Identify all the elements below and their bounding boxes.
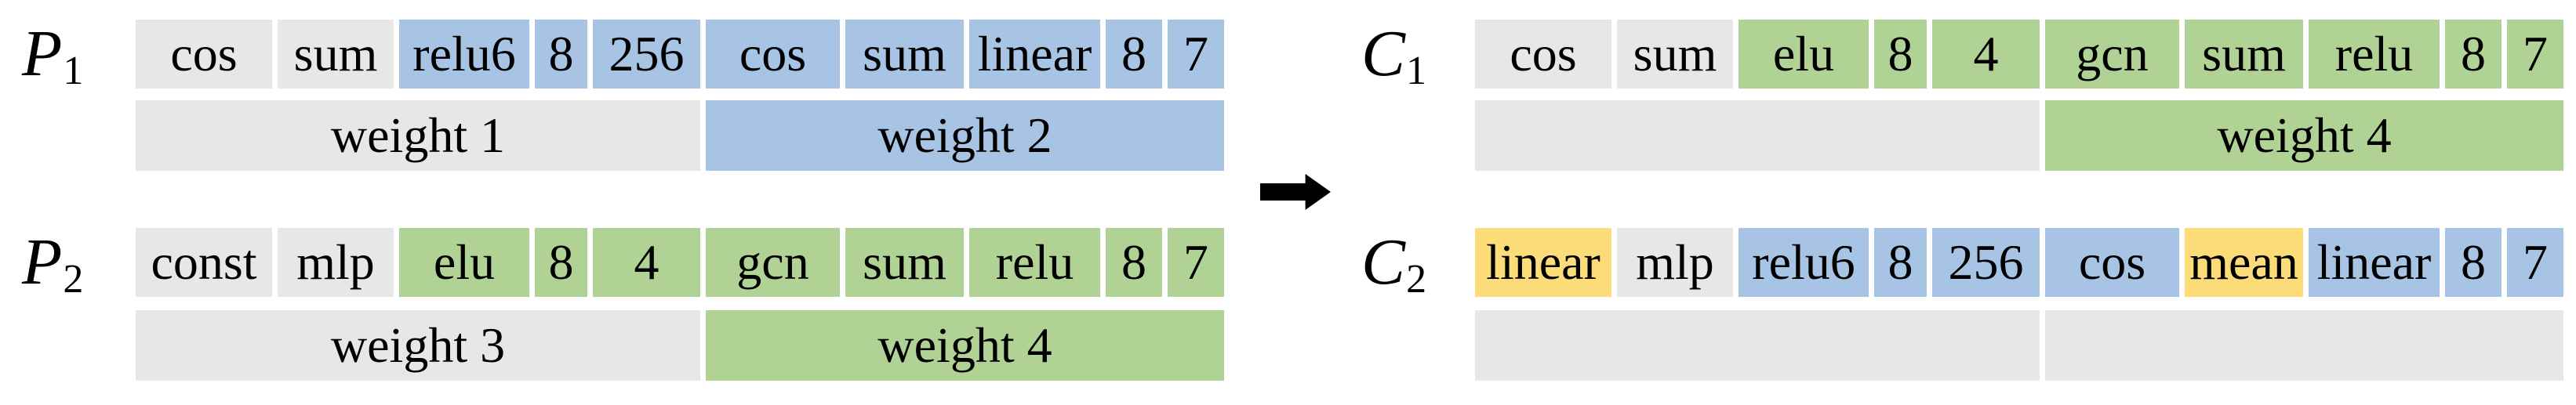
gene-cell-p1-10: 7 xyxy=(1168,20,1224,89)
crossover-arrow-icon xyxy=(1260,174,1331,210)
gene-cell-c2-7: mean xyxy=(2185,228,2303,297)
genome-label-letter: C xyxy=(1361,17,1406,90)
gene-cell-c2-8: linear xyxy=(2309,228,2440,297)
gene-cell-c2-3: relu6 xyxy=(1739,228,1869,297)
genome-label-letter: C xyxy=(1361,226,1406,298)
weight-bar-p2-2: weight 4 xyxy=(706,310,1224,381)
gene-cell-p2-4: 8 xyxy=(535,228,587,297)
gene-cell-p1-7: sum xyxy=(845,20,964,89)
gene-cell-p1-1: cos xyxy=(136,20,272,89)
gene-cell-p1-8: linear xyxy=(969,20,1100,89)
gene-cell-c1-6: gcn xyxy=(2045,20,2179,89)
gene-cell-c2-5: 256 xyxy=(1932,228,2040,297)
gene-cell-p2-3: elu xyxy=(399,228,529,297)
weight-bar-p1-2: weight 2 xyxy=(706,100,1224,171)
weight-bar-c1-1 xyxy=(1475,100,2040,171)
gene-cell-c2-9: 8 xyxy=(2445,228,2502,297)
gene-cell-c1-4: 8 xyxy=(1874,20,1927,89)
gene-cell-p2-10: 7 xyxy=(1168,228,1224,297)
gene-cell-p2-1: const xyxy=(136,228,272,297)
genome-label-subscript: 2 xyxy=(1406,256,1427,302)
genome-label-subscript: 2 xyxy=(63,256,84,302)
weight-bar-p2-1: weight 3 xyxy=(136,310,700,381)
gene-cell-c1-10: 7 xyxy=(2507,20,2563,89)
gene-cell-c1-9: 8 xyxy=(2445,20,2502,89)
weight-bars-c1: weight 4 xyxy=(1475,100,2563,171)
weight-bar-c1-2: weight 4 xyxy=(2045,100,2563,171)
gene-cell-p1-4: 8 xyxy=(535,20,587,89)
gene-cell-p1-3: relu6 xyxy=(399,20,529,89)
gene-cell-p2-2: mlp xyxy=(278,228,394,297)
weight-bar-c2-2 xyxy=(2045,310,2563,381)
gene-cell-p2-5: 4 xyxy=(593,228,700,297)
genome-label-letter: P xyxy=(22,17,63,90)
gene-cell-c1-7: sum xyxy=(2185,20,2303,89)
gene-cell-p2-9: 8 xyxy=(1106,228,1162,297)
gene-cell-c1-1: cos xyxy=(1475,20,1611,89)
gene-cell-c2-10: 7 xyxy=(2507,228,2563,297)
gene-cell-c2-4: 8 xyxy=(1874,228,1927,297)
genome-label-letter: P xyxy=(22,226,63,298)
weight-bars-c2 xyxy=(1475,310,2563,381)
gene-cell-c2-2: mlp xyxy=(1617,228,1733,297)
gene-cell-p2-6: gcn xyxy=(706,228,840,297)
genome-label-subscript: 1 xyxy=(63,48,84,93)
gene-cell-p2-8: relu xyxy=(969,228,1100,297)
genome-label-subscript: 1 xyxy=(1406,48,1427,93)
weight-bar-c2-1 xyxy=(1475,310,2040,381)
gene-cell-c1-3: elu xyxy=(1739,20,1869,89)
weight-bar-p1-1: weight 1 xyxy=(136,100,700,171)
gene-cell-p1-9: 8 xyxy=(1106,20,1162,89)
gene-cell-c1-5: 4 xyxy=(1932,20,2040,89)
gene-cell-c1-2: sum xyxy=(1617,20,1733,89)
gene-cell-c1-8: relu xyxy=(2309,20,2440,89)
gene-cell-p1-6: cos xyxy=(706,20,840,89)
gene-cell-c2-1: linear xyxy=(1475,228,1611,297)
gene-cell-c2-6: cos xyxy=(2045,228,2179,297)
gene-cell-p1-2: sum xyxy=(278,20,394,89)
gene-cell-p1-5: 256 xyxy=(593,20,700,89)
gene-cell-p2-7: sum xyxy=(845,228,964,297)
